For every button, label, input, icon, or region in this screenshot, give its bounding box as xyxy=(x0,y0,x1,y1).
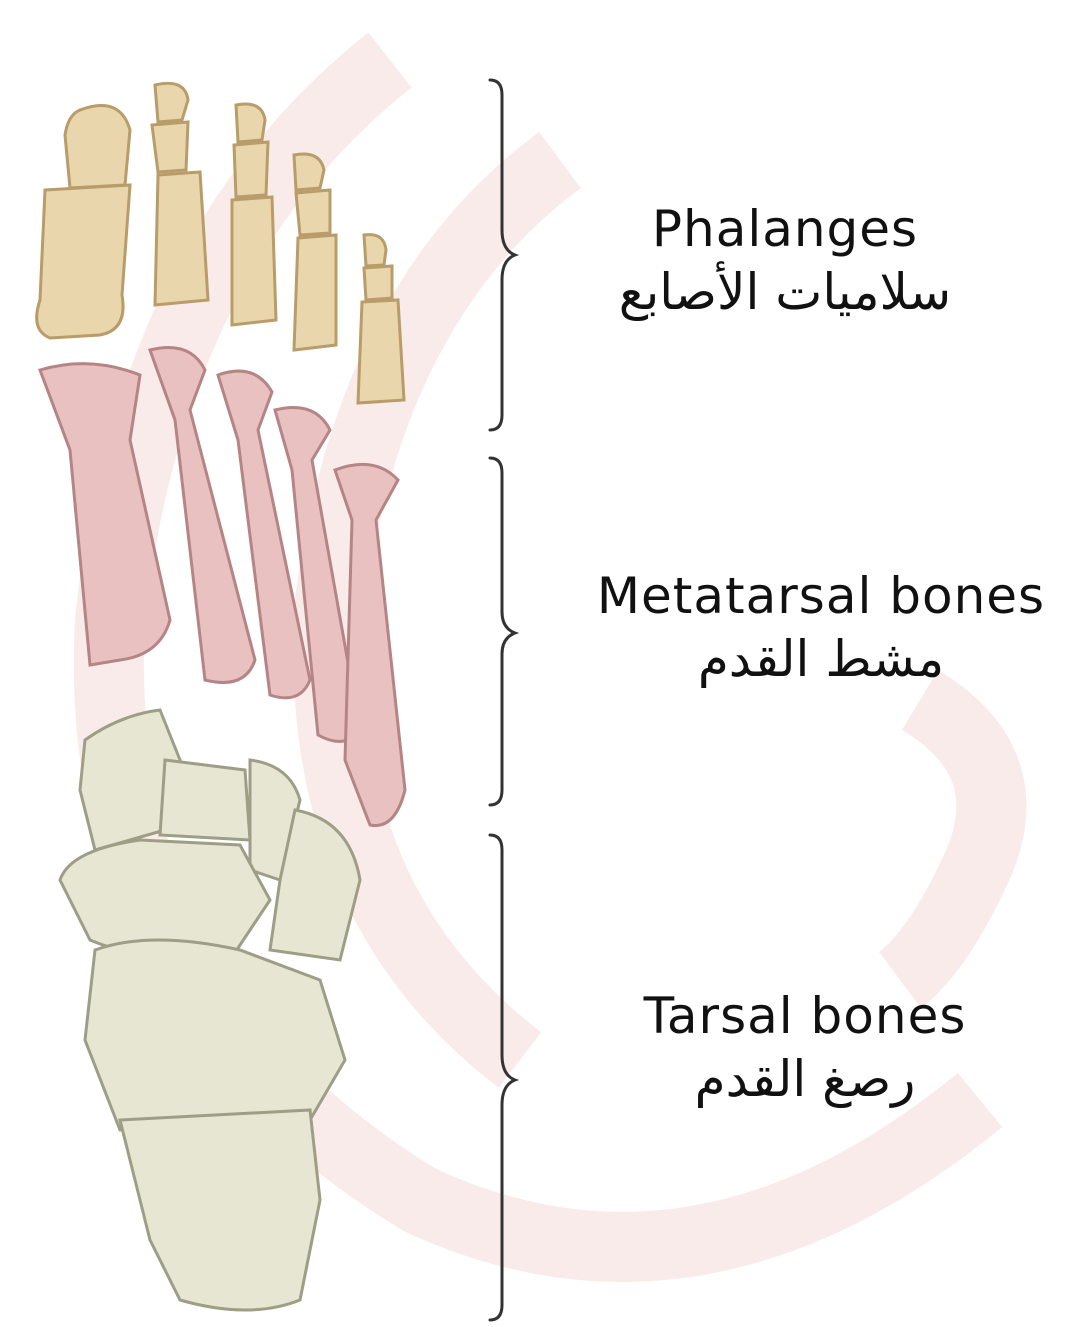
phalanx-bone xyxy=(232,197,276,325)
phalanx-bone xyxy=(364,266,392,300)
tarsal-bone xyxy=(120,1110,320,1310)
brace-metatarsal xyxy=(490,458,515,805)
metatarsal-label-en: Metatarsal bones xyxy=(550,565,1092,628)
phalanx-bone xyxy=(358,300,404,403)
tarsal-bone xyxy=(85,940,345,1130)
phalanges-label-en: Phalanges xyxy=(560,198,1010,261)
tarsal-label-en: Tarsal bones xyxy=(590,985,1020,1048)
phalanx-bone xyxy=(296,190,330,235)
phalanx-bone xyxy=(294,235,336,350)
phalanx-bone xyxy=(155,83,188,122)
phalanx-bone xyxy=(65,106,130,189)
label-tarsal: Tarsal bones رصغ القدم xyxy=(590,985,1020,1110)
phalanx-bone xyxy=(236,104,265,142)
label-metatarsal: Metatarsal bones مشط القدم xyxy=(550,565,1092,690)
phalanx-bone xyxy=(152,122,188,172)
tarsal-bone xyxy=(160,760,250,840)
metatarsal-label-ar: مشط القدم xyxy=(550,628,1092,691)
phalanx-bone xyxy=(364,235,386,266)
phalanx-bone xyxy=(37,185,130,338)
tarsal-label-ar: رصغ القدم xyxy=(590,1048,1020,1111)
phalanx-bone xyxy=(234,142,268,197)
phalanges-label-ar: سلاميات الأصابع xyxy=(560,261,1010,324)
phalanx-bone xyxy=(155,172,208,305)
label-phalanges: Phalanges سلاميات الأصابع xyxy=(560,198,1010,323)
phalanx-bone xyxy=(294,154,324,190)
